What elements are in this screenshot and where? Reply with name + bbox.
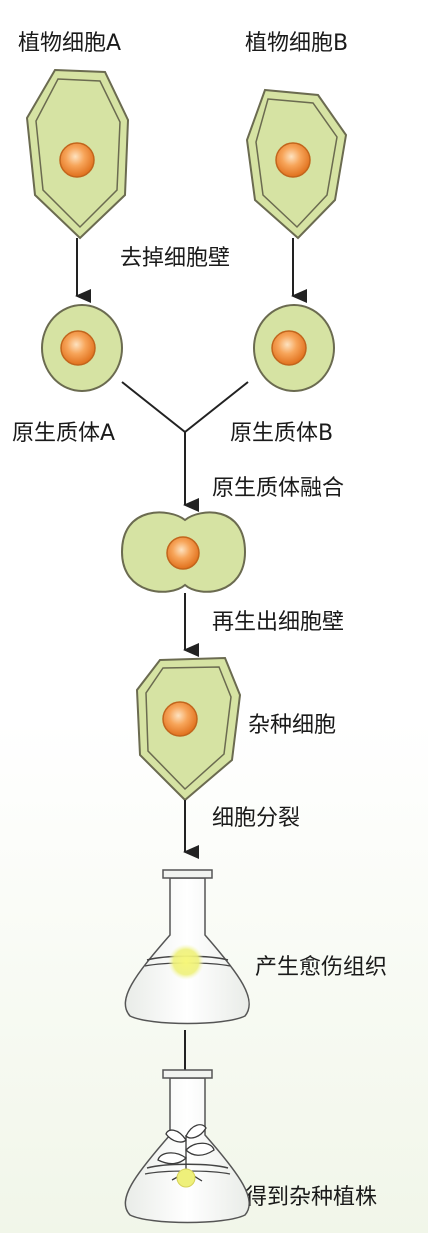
label-hybrid-cell: 杂种细胞 <box>248 713 337 738</box>
hybrid-cell <box>135 656 242 802</box>
label-hybrid-plant: 得到杂种植株 <box>245 1185 378 1210</box>
plant-cell-b <box>245 88 348 240</box>
label-protoplast-b: 原生质体B <box>230 421 334 446</box>
protoplast-b <box>253 304 335 392</box>
flask-plant <box>124 1069 250 1224</box>
fused-protoplast <box>120 511 247 593</box>
label-division: 细胞分裂 <box>212 806 301 831</box>
nucleus-a <box>59 142 95 178</box>
label-protoplast-a: 原生质体A <box>12 421 116 446</box>
label-plant-cell-a: 植物细胞A <box>18 31 122 56</box>
label-remove-wall: 去掉细胞壁 <box>120 246 231 271</box>
merge-lines <box>121 381 249 434</box>
flask-callus <box>124 869 250 1025</box>
nucleus-b <box>275 142 311 178</box>
plant-cell-a <box>25 68 130 240</box>
callus-blob <box>168 944 204 980</box>
label-fusion: 原生质体融合 <box>212 476 345 501</box>
callus-base <box>176 1168 196 1188</box>
label-callus: 产生愈伤组织 <box>255 955 388 980</box>
label-regenerate-wall: 再生出细胞壁 <box>212 610 345 635</box>
protoplast-a <box>41 304 123 392</box>
label-plant-cell-b: 植物细胞B <box>245 31 349 56</box>
plantlet <box>157 1124 215 1182</box>
